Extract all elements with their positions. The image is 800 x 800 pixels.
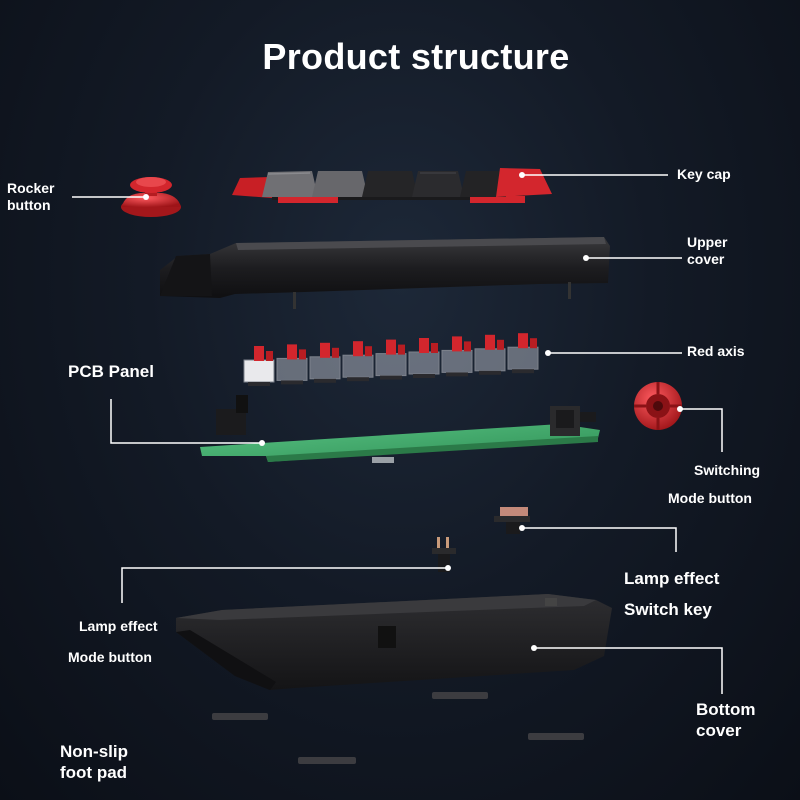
label-rocker-line2: button: [7, 197, 51, 213]
red-axis-switch: [243, 346, 275, 386]
label-lamp-effect: Lamp effect: [79, 618, 158, 634]
upper-cover-part: [160, 237, 610, 309]
label-non-slip-foot-pad: Non-slip foot pad: [60, 741, 128, 783]
red-axis-switch: [342, 341, 374, 382]
label-switching: Switching: [694, 462, 761, 478]
label-bottom-cover-line2: cover: [696, 721, 742, 740]
label-lamp-effect-switch-line2: Switch key: [624, 600, 712, 619]
switching-mode-button-part: [634, 382, 682, 430]
label-pcb-panel: PCB Panel: [68, 362, 154, 381]
page-title: Product structure: [262, 36, 570, 77]
label-mode-button-left: Mode button: [68, 649, 152, 665]
label-key-cap: Key cap: [677, 166, 731, 182]
label-non-slip-line2: foot pad: [60, 763, 128, 782]
pcb-panel-part: [200, 395, 600, 463]
red-axis-switch: [507, 333, 539, 374]
non-slip-foot-pads-part: [212, 692, 584, 764]
leader-dots: [143, 172, 683, 651]
label-bottom-cover: Bottom cover: [696, 699, 755, 741]
bottom-cover-part: [176, 594, 612, 690]
label-lamp-effect-switch-line1: Lamp effect: [624, 569, 720, 588]
red-axis-switch: [474, 334, 506, 375]
red-axis-switch: [408, 338, 440, 378]
label-red-axis: Red axis: [687, 343, 745, 359]
label-upper-cover: Upper cover: [687, 234, 727, 268]
label-lamp-effect-switch-key: Lamp effect Switch key: [624, 563, 719, 625]
label-rocker-line1: Rocker: [7, 180, 55, 196]
label-upper-cover-line1: Upper: [687, 234, 728, 250]
red-axis-switches-part: [243, 333, 539, 386]
lamp-effect-mode-button-part: [432, 537, 456, 572]
red-axis-switch: [276, 344, 308, 385]
label-bottom-cover-line1: Bottom: [696, 700, 756, 719]
label-mode-button: Mode button: [668, 490, 752, 506]
lamp-effect-switch-key-part: [494, 507, 530, 534]
label-non-slip-line1: Non-slip: [60, 742, 128, 761]
red-axis-switch: [375, 339, 407, 380]
red-axis-switch: [441, 336, 473, 377]
label-upper-cover-line2: cover: [687, 251, 725, 267]
leader-lines: [72, 174, 723, 694]
keycap-row-part: [232, 168, 552, 203]
label-rocker-button: Rocker button: [7, 180, 54, 214]
red-axis-switch: [309, 342, 341, 383]
